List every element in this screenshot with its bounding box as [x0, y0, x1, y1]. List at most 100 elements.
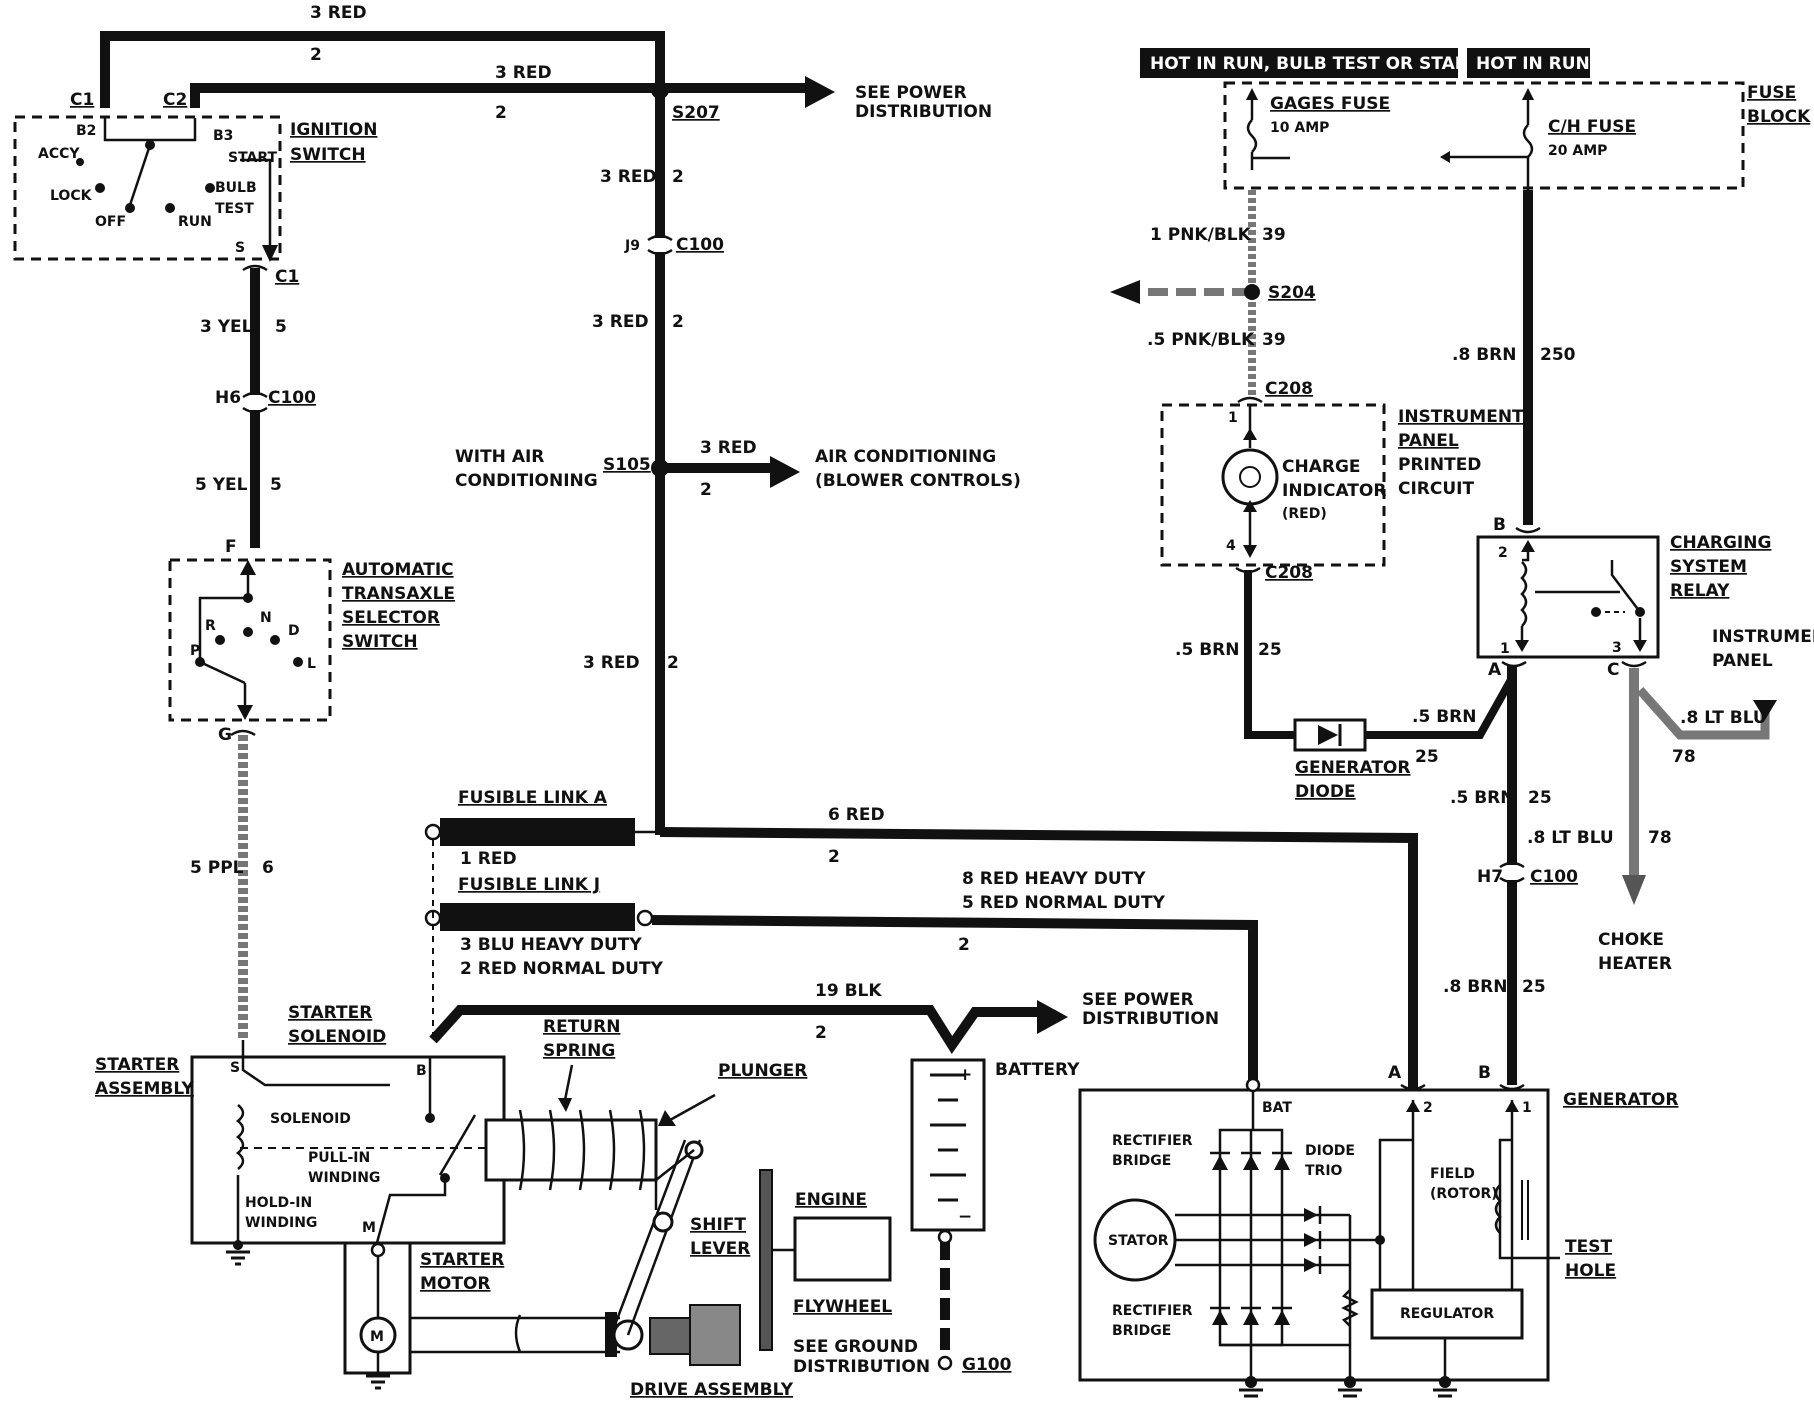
- gear-position: P: [190, 643, 200, 659]
- switch-position: TEST: [215, 201, 254, 217]
- wire-label: 3 RED: [600, 167, 657, 187]
- terminal-label: F: [225, 537, 237, 557]
- generator-internals: [1093, 1077, 1560, 1398]
- fuse-label: C/H FUSE: [1548, 117, 1636, 137]
- pin-label: 1: [1500, 641, 1510, 657]
- component-label: DRIVE ASSEMBLY: [630, 1380, 794, 1400]
- fuse-rating: 20 AMP: [1548, 143, 1607, 159]
- switch-position: OFF: [95, 214, 126, 230]
- terminal-ring: [370, 1242, 386, 1258]
- circuit-number: 2: [672, 167, 684, 187]
- component-label: SWITCH: [290, 145, 366, 165]
- terminal-ring: [636, 909, 654, 927]
- wire-brn-gen-b: [1499, 660, 1527, 1085]
- ground-symbol: [366, 1374, 390, 1390]
- circuit-number: 2: [828, 847, 840, 867]
- hot-label-box-1: [1140, 48, 1458, 78]
- component-label: FLYWHEEL: [793, 1297, 892, 1317]
- component-label: RECTIFIER: [1112, 1133, 1193, 1149]
- circuit-number: 2: [700, 480, 712, 500]
- switch-position: BULB: [215, 180, 257, 196]
- circuit-number: 2: [958, 935, 970, 955]
- winding-label: WINDING: [308, 1170, 380, 1186]
- wire-label: 3 RED: [592, 312, 649, 332]
- fusible-link-j: [440, 903, 635, 931]
- wire-label: 3 RED: [310, 3, 367, 23]
- pin-label: 1: [1228, 410, 1238, 426]
- component-label: STATOR: [1108, 1233, 1169, 1249]
- connector-label: C100: [268, 388, 316, 408]
- connector-label: C2: [163, 90, 187, 110]
- component-label: REGULATOR: [1400, 1306, 1494, 1322]
- reference-label: DISTRIBUTION: [793, 1357, 930, 1377]
- return-spring: [484, 1064, 658, 1191]
- component-label: SWITCH: [342, 632, 418, 652]
- switch-position: LOCK: [50, 188, 93, 204]
- wire-ppl: [230, 729, 256, 1040]
- circuit-number: 2: [672, 312, 684, 332]
- terminal-ring: [424, 823, 442, 841]
- pin-label: 1: [1522, 1100, 1532, 1116]
- wire-label: .5 BRN: [1412, 707, 1476, 727]
- component-label: BRIDGE: [1112, 1153, 1171, 1169]
- component-label: (RED): [1282, 506, 1327, 522]
- circuit-number: 78: [1672, 747, 1696, 767]
- terminal-label: G: [218, 725, 232, 745]
- wire-label: .8 LT BLU: [1527, 828, 1614, 848]
- terminal-label: B3: [213, 128, 233, 144]
- wire-label: 3 RED: [495, 63, 552, 83]
- gear-position: D: [288, 623, 300, 639]
- pin-label: 2: [1498, 545, 1508, 561]
- wire-label: .5 PNK/BLK: [1147, 330, 1255, 350]
- wire-label: 3 YEL: [200, 317, 253, 337]
- component-label: TRIO: [1305, 1163, 1343, 1179]
- component-label: (ROTOR): [1430, 1186, 1498, 1202]
- cavity-label: H6: [215, 388, 241, 408]
- instrument-panel-box: [1160, 403, 1386, 567]
- fusible-link-a: [440, 818, 635, 846]
- wire-label: 3 RED: [700, 438, 757, 458]
- wire-19blk: [429, 1000, 1068, 1055]
- component-label: CIRCUIT: [1398, 479, 1474, 499]
- connector-label: C1: [70, 90, 94, 110]
- terminal-label: B: [416, 1063, 427, 1079]
- component-label: MOTOR: [420, 1274, 491, 1294]
- engine-box: [793, 1216, 892, 1282]
- cavity-label: H7: [1477, 867, 1503, 887]
- wire-8red: [651, 915, 1258, 1082]
- circuit-number: 25: [1415, 747, 1439, 767]
- component-label: BLOCK: [1747, 107, 1811, 127]
- charge-indicator-lamp: [1221, 396, 1279, 558]
- switch-position: ACCY: [38, 146, 80, 162]
- wire-label: 3 BLU HEAVY DUTY: [460, 935, 642, 955]
- wire-pnk-blk: [1110, 190, 1256, 395]
- terminal-label: A: [1488, 660, 1502, 680]
- wire-label: .5 BRN: [1175, 640, 1239, 660]
- component-label: CHARGING: [1670, 533, 1771, 553]
- wire-3red-top: [100, 31, 665, 108]
- terminal-label: BAT: [1262, 1100, 1292, 1116]
- connector-label: C100: [1530, 867, 1578, 887]
- gear-position: R: [205, 618, 216, 634]
- component-label: INSTRUMENT: [1398, 407, 1524, 427]
- reference-label: PANEL: [1712, 651, 1773, 671]
- circuit-number: 6: [262, 858, 274, 878]
- wire-label: 8 RED HEAVY DUTY: [962, 869, 1146, 889]
- component-label: STARTER: [420, 1250, 504, 1270]
- reference-label: SEE GROUND: [793, 1337, 918, 1357]
- pin-label: 2: [1423, 1100, 1433, 1116]
- splice-label: S105: [603, 455, 651, 475]
- terminal-label: M: [362, 1220, 376, 1236]
- wire-label: .5 BRN: [1450, 788, 1514, 808]
- selector-switch-box: [168, 558, 332, 722]
- circuit-number: 39: [1262, 225, 1286, 245]
- splice-s204: [1244, 284, 1260, 300]
- terminal-label: C: [1607, 660, 1619, 680]
- component-label: BATTERY: [995, 1060, 1080, 1080]
- plunger-arrow: [654, 1093, 716, 1210]
- connector-label: C100: [676, 235, 724, 255]
- connector-label: C1: [275, 267, 299, 287]
- component-label: GENERATOR: [1295, 758, 1410, 778]
- wire-label: 5 RED NORMAL DUTY: [962, 893, 1166, 913]
